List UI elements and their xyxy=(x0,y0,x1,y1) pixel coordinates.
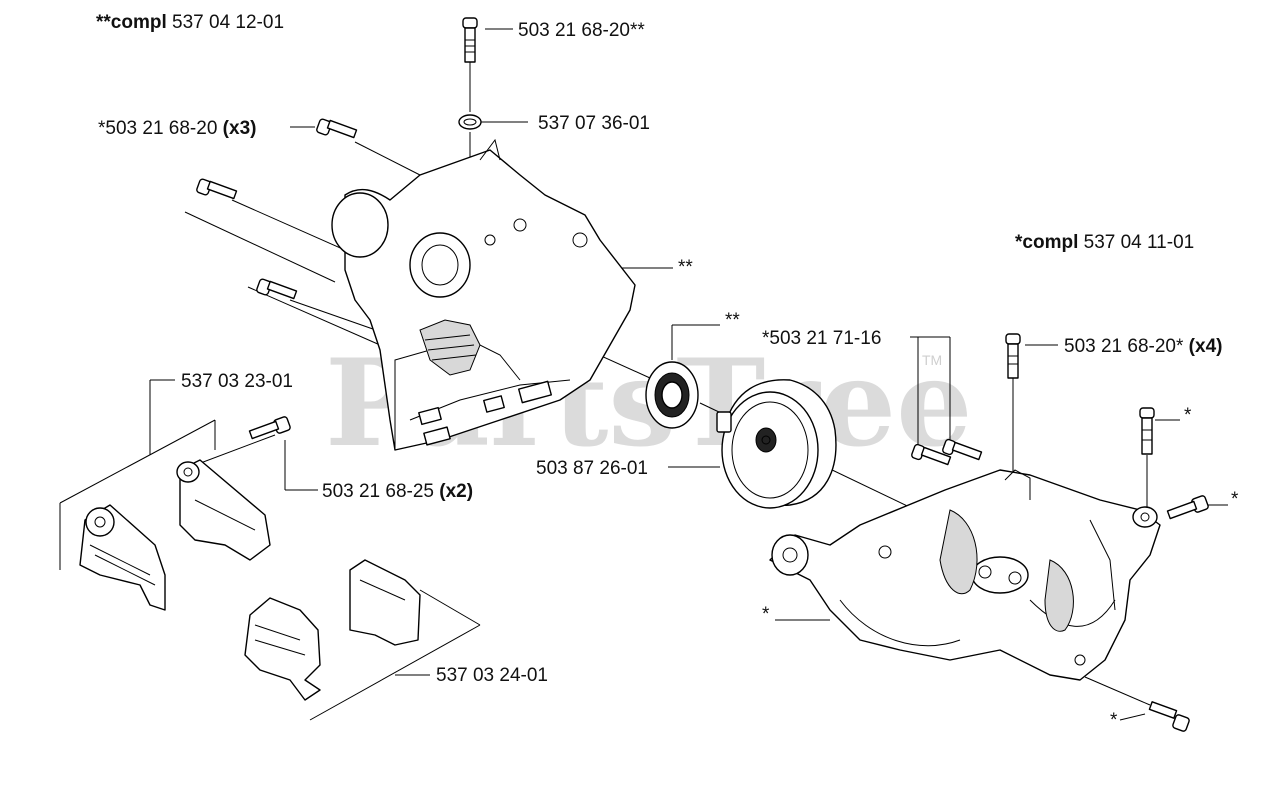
screw-lower-left-icon xyxy=(256,278,298,300)
screw-right-a-icon xyxy=(1139,407,1155,455)
screw-mid-left-icon xyxy=(196,178,238,200)
bearing-icon xyxy=(645,361,699,429)
screw-x3-icon xyxy=(316,118,358,139)
screw-top-icon xyxy=(462,17,478,63)
callout-housing-half: ** xyxy=(678,257,693,278)
callout-clip: 537 07 36-01 xyxy=(538,113,650,134)
clamp-halves-icon xyxy=(244,559,421,701)
callout-clamp-halves: 537 03 24-01 xyxy=(436,665,548,686)
callout-bearing: ** xyxy=(725,310,740,331)
assembly-label-537-04-11-01: *compl 537 04 11-01 xyxy=(1015,232,1194,253)
callout-screws-x3: *503 21 68-20 (x3) xyxy=(98,118,256,139)
callout-screw-bottom: * xyxy=(1110,710,1118,731)
callout-screw-right-b: * xyxy=(1231,489,1239,510)
crankcase-half-icon xyxy=(331,138,636,451)
screw-x2-icon xyxy=(248,416,291,440)
bracket-left-icon xyxy=(79,459,271,611)
screws-pair-icon xyxy=(911,438,983,466)
clip-icon xyxy=(458,114,482,130)
callout-screw-top: 503 21 68-20** xyxy=(518,20,645,41)
callout-screw-right-a: * xyxy=(1184,405,1192,426)
crankcase-right-icon xyxy=(769,469,1161,681)
assembly-label-537-04-12-01: **compl 537 04 12-01 xyxy=(96,12,284,33)
callout-clutch-drum: 503 87 26-01 xyxy=(536,458,648,479)
callout-screws-pair: *503 21 71-16 xyxy=(762,328,881,349)
clutch-drum-icon xyxy=(716,379,837,509)
screw-right-b-icon xyxy=(1166,495,1209,520)
screw-bottom-icon xyxy=(1148,701,1190,732)
callout-screws-x4: 503 21 68-20* (x4) xyxy=(1064,336,1222,357)
callout-bracket-left: 537 03 23-01 xyxy=(181,371,293,392)
callout-screws-x2: 503 21 68-25 (x2) xyxy=(322,481,473,502)
watermark-trademark: TM xyxy=(922,352,942,368)
screw-x4-icon xyxy=(1005,333,1021,379)
callout-crankcase: * xyxy=(762,604,770,625)
